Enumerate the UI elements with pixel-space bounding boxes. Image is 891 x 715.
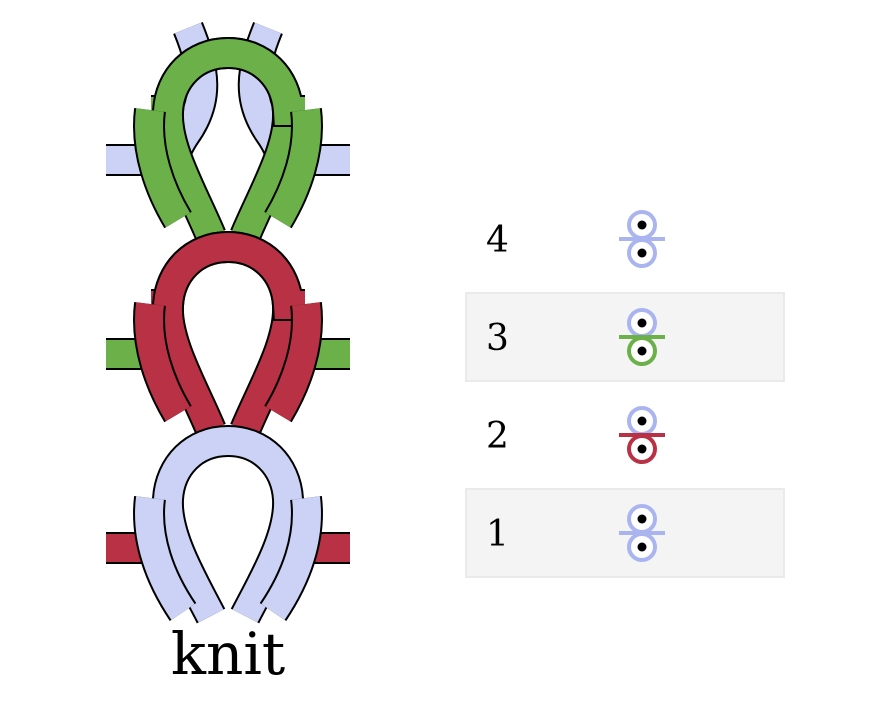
chart-row-2: 2 <box>486 406 665 464</box>
knit-stitch-icon <box>619 210 665 268</box>
needle-dot <box>637 220 647 230</box>
needle-dot <box>637 416 647 426</box>
needle-dot <box>637 542 647 552</box>
row-number: 3 <box>486 318 509 359</box>
diagram-caption: knit <box>171 620 285 688</box>
stitch-illustration: knit <box>106 21 350 688</box>
chart-row-4: 4 <box>486 210 665 268</box>
row-number: 1 <box>486 514 509 555</box>
red-over-green-crossings <box>133 302 323 423</box>
needle-dot <box>637 346 647 356</box>
needle-dot <box>637 248 647 258</box>
row-shading <box>465 488 785 578</box>
needle-dot <box>637 318 647 328</box>
row-number: 2 <box>486 416 509 457</box>
green-over-blue-crossings <box>133 108 323 229</box>
row-chart: 4 3 2 1 <box>465 210 785 578</box>
knit-stitch-icon <box>619 406 665 464</box>
knit-stitch-icon <box>619 504 665 562</box>
blue-yarn-loop <box>151 425 305 624</box>
row-number: 4 <box>486 220 509 261</box>
chart-row-3: 3 <box>465 292 785 382</box>
blue-over-red-crossings <box>133 496 323 621</box>
needle-dot <box>637 514 647 524</box>
knit-stitch-icon <box>619 308 665 366</box>
needle-dot <box>637 444 647 454</box>
chart-row-1: 1 <box>465 488 785 578</box>
